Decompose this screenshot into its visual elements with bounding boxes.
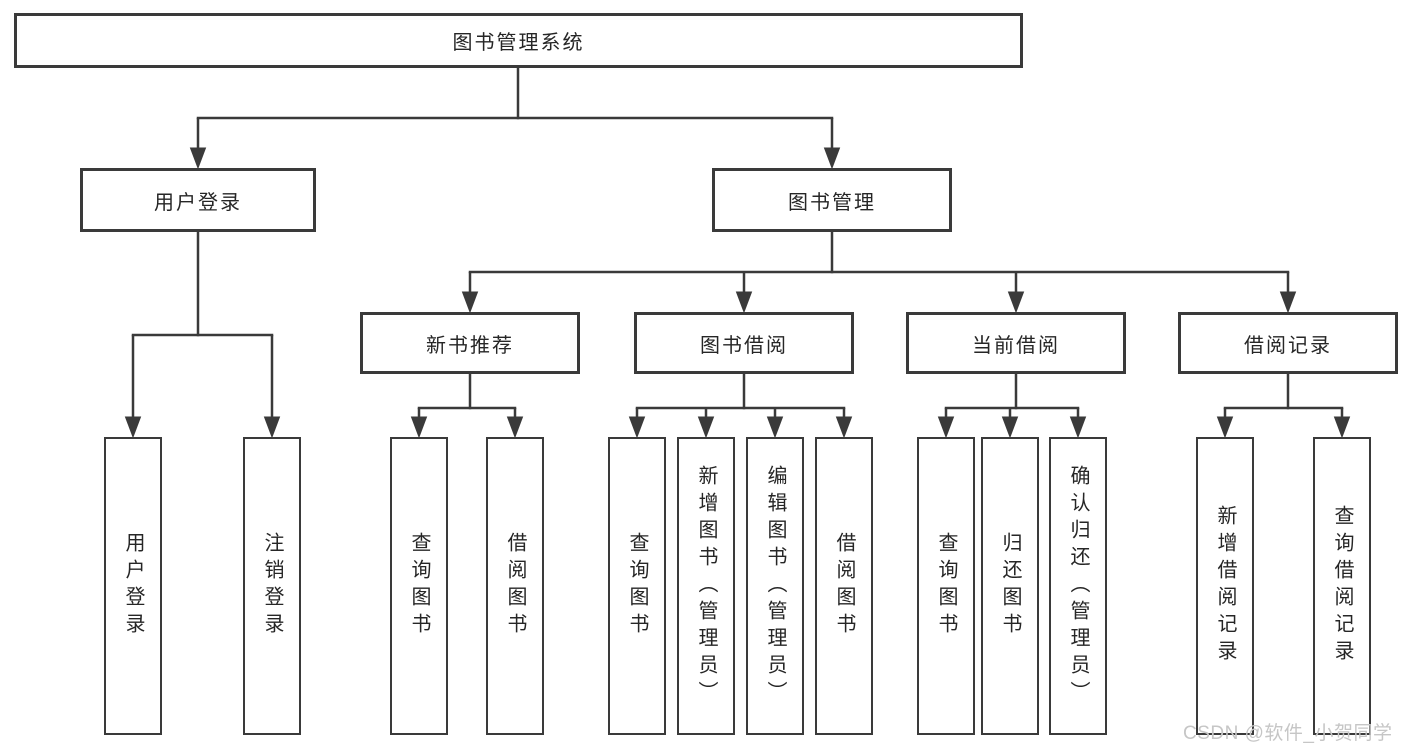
leaf-add-books-admin: 新增图书（管理员）	[677, 437, 735, 735]
leaf-logout-login: 注销登录	[243, 437, 301, 735]
node-user-login: 用户登录	[80, 168, 316, 232]
leaf-borrow-books: 借阅图书	[815, 437, 873, 735]
leaf-query-books-current: 查询图书	[917, 437, 975, 735]
leaf-user-login: 用户登录	[104, 437, 162, 735]
connector-root-to-level2	[189, 68, 841, 170]
leaf-query-books-borrowing: 查询图书	[608, 437, 666, 735]
connector-user-login-to-leaves	[124, 232, 281, 439]
node-new-book-recommendation: 新书推荐	[360, 312, 580, 374]
leaf-borrow-books-recommend: 借阅图书	[486, 437, 544, 735]
leaf-query-books-recommend: 查询图书	[390, 437, 448, 735]
leaf-add-borrow-record: 新增借阅记录	[1196, 437, 1254, 735]
node-borrowing-records: 借阅记录	[1178, 312, 1398, 374]
node-book-management: 图书管理	[712, 168, 952, 232]
watermark-csdn: CSDN @软件_小贺同学	[1183, 723, 1393, 744]
node-current-borrowing: 当前借阅	[906, 312, 1126, 374]
connector-book-management-to-level3	[461, 232, 1297, 314]
node-book-borrowing: 图书借阅	[634, 312, 854, 374]
node-library-management-system: 图书管理系统	[14, 13, 1023, 68]
leaf-confirm-return-admin: 确认归还（管理员）	[1049, 437, 1107, 735]
leaf-edit-books-admin: 编辑图书（管理员）	[746, 437, 804, 735]
leaf-query-borrow-record: 查询借阅记录	[1313, 437, 1371, 735]
leaf-return-books: 归还图书	[981, 437, 1039, 735]
connector-book-borrowing-to-leaves	[628, 374, 853, 439]
connector-new-book-recommendation-to-leaves	[410, 374, 524, 439]
connector-current-borrowing-to-leaves	[937, 374, 1087, 439]
connector-borrowing-records-to-leaves	[1216, 374, 1351, 439]
